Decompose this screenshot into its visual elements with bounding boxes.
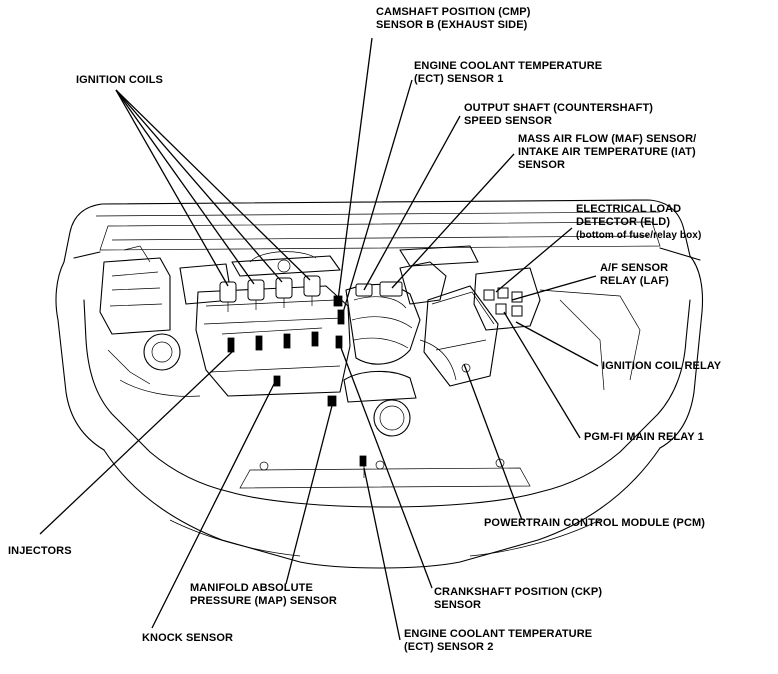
- label-pcm: POWERTRAIN CONTROL MODULE (PCM): [484, 517, 706, 529]
- intake-and-transmission: [343, 245, 479, 403]
- lower-sensors: [327, 395, 367, 478]
- leader-line-injectors: [39, 351, 233, 535]
- leader-line-map: [285, 397, 335, 585]
- leader-line-ignition-coils: [115, 89, 229, 287]
- leader-line-ckp: [337, 339, 433, 589]
- leader-line-cmp: [337, 37, 373, 301]
- label-cmp-sensor: CAMSHAFT POSITION (CMP) SENSOR B (EXHAUS…: [376, 6, 531, 31]
- label-maf-iat-sensor: MASS AIR FLOW (MAF) SENSOR/ INTAKE AIR T…: [518, 133, 697, 171]
- leader-line-ignition-coils-4: [115, 89, 311, 281]
- leader-line-ect2: [363, 467, 401, 641]
- label-ignition-coils: IGNITION COILS: [76, 74, 163, 86]
- leader-line-pcm: [463, 363, 523, 521]
- leader-line-maf: [391, 153, 515, 289]
- leader-line-ect1: [341, 79, 413, 317]
- left-components: [99, 245, 233, 397]
- right-components: [423, 267, 641, 391]
- leader-line-output-shaft: [363, 115, 461, 291]
- label-eld: ELECTRICAL LOAD DETECTOR (ELD) (bottom o…: [576, 203, 702, 241]
- label-ect-sensor-1: ENGINE COOLANT TEMPERATURE (ECT) SENSOR …: [414, 60, 603, 85]
- label-pgm-fi-main-relay: PGM-FI MAIN RELAY 1: [584, 431, 704, 443]
- leader-lines: [39, 37, 599, 641]
- car-body-outline: [55, 199, 704, 569]
- leader-line-ign-coil-relay: [515, 321, 599, 367]
- label-map-sensor: MANIFOLD ABSOLUTE PRESSURE (MAP) SENSOR: [190, 582, 337, 607]
- label-output-shaft-speed-sensor: OUTPUT SHAFT (COUNTERSHAFT) SPEED SENSOR: [464, 102, 654, 127]
- label-ect-sensor-2: ENGINE COOLANT TEMPERATURE (ECT) SENSOR …: [404, 628, 593, 653]
- engine-block: [195, 251, 351, 397]
- leader-line-eld: [495, 227, 573, 293]
- leader-line-ignition-coils-3: [115, 89, 283, 283]
- leader-line-af-relay: [511, 275, 597, 301]
- label-ckp-sensor: CRANKSHAFT POSITION (CKP) SENSOR: [434, 586, 603, 611]
- leader-line-pgm-fi: [503, 311, 581, 439]
- leader-line-ignition-coils-2: [115, 89, 255, 285]
- label-knock-sensor: KNOCK SENSOR: [142, 632, 234, 644]
- leader-line-knock: [151, 379, 277, 629]
- label-injectors: INJECTORS: [8, 545, 72, 557]
- label-ignition-coil-relay: IGNITION COIL RELAY: [602, 360, 722, 372]
- label-af-sensor-relay: A/F SENSOR RELAY (LAF): [600, 262, 669, 287]
